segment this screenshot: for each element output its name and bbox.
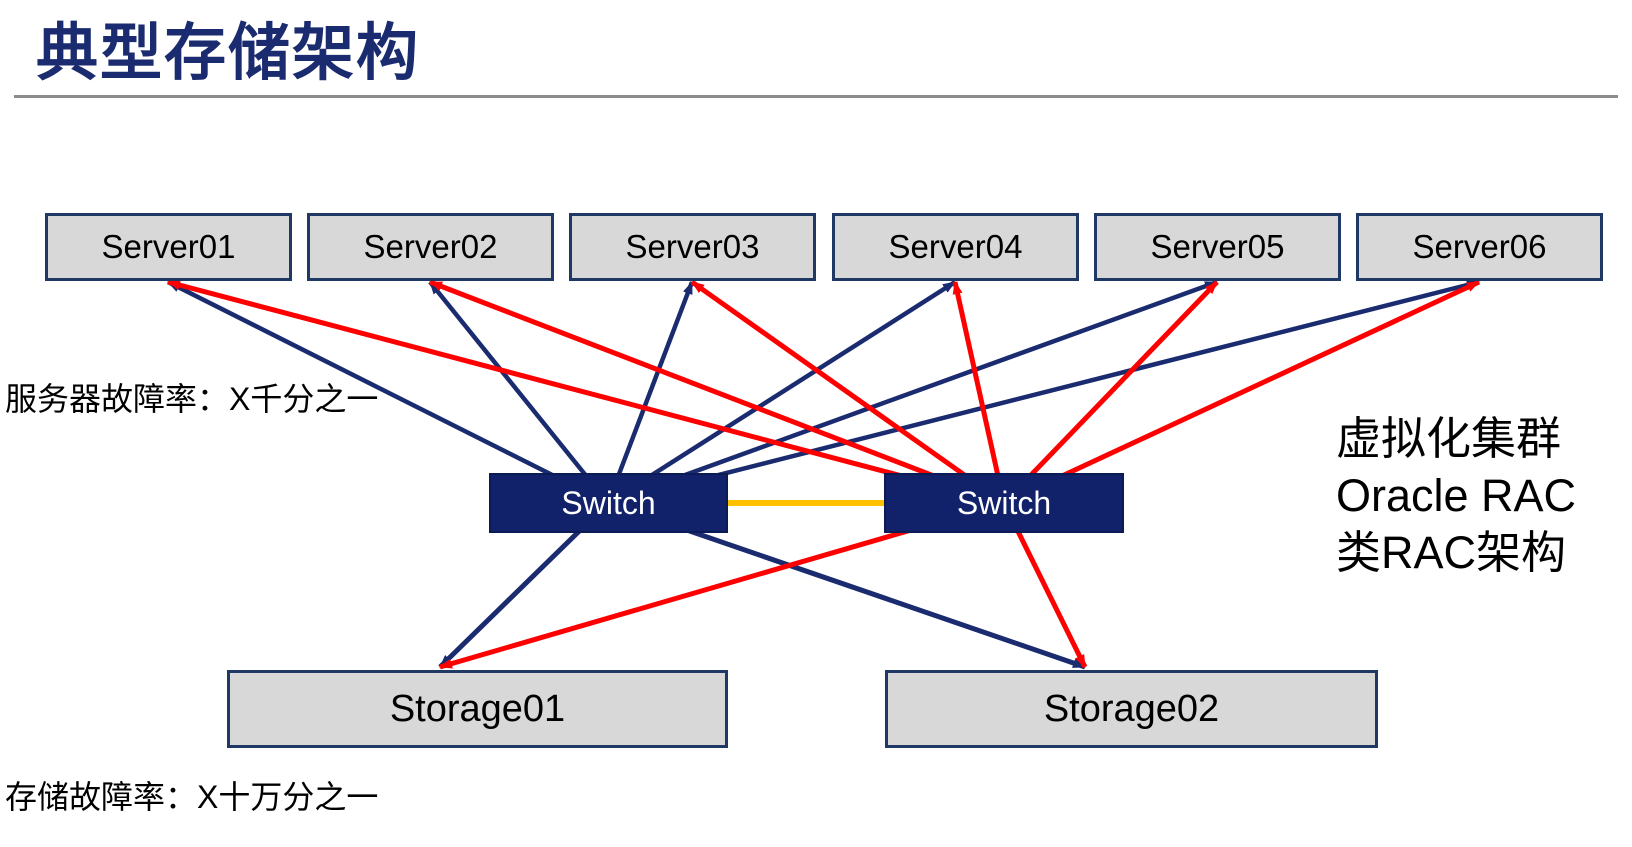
switch2-label: Switch [956,484,1052,521]
server02-label: Server02 [363,228,498,265]
storage02-label: Storage02 [1043,687,1220,730]
server04-label: Server04 [888,228,1023,265]
architecture-annotation: 虚拟化集群 Oracle RAC 类RAC架构 [1336,410,1576,581]
line-switch2-server01 [167,279,1005,506]
annotation-line-2: Oracle RAC [1336,470,1577,521]
storage-failure-rate-note: 存储故障率：X十万分之一 [5,779,379,815]
line-switch1-server05 [607,279,1218,506]
server05-node: Server05 [1094,213,1341,281]
line-switch1-server04 [606,280,957,505]
switch2-node: Switch [884,473,1124,533]
server02-node: Server02 [307,213,554,281]
server06-node: Server06 [1356,213,1603,281]
page-title: 典型存储架构 [36,19,421,88]
line-switch2-server05 [1002,280,1219,505]
server01-label: Server01 [101,228,236,265]
storage01-node: Storage01 [227,670,728,748]
line-switch1-server02 [428,280,610,505]
switch1-label: Switch [561,484,656,521]
line-switch2-server03 [690,279,1006,506]
server06-label: Server06 [1412,228,1547,265]
line-switch2-server02 [429,279,1005,506]
annotation-line-1: 虚拟化集群 [1336,413,1562,464]
server04-node: Server04 [832,213,1079,281]
title-divider [14,95,1618,98]
annotation-line-3: 类RAC架构 [1336,527,1567,578]
line-switch1-server03 [605,281,695,504]
line-switch1-server01 [166,279,610,506]
line-switch1-server06 [607,279,1480,506]
server03-node: Server03 [569,213,816,281]
line-switch2-server04 [952,281,1007,504]
server-failure-rate-note: 服务器故障率：X千分之一 [5,381,379,417]
line-switch2-server06 [1002,279,1481,506]
server01-node: Server01 [45,213,292,281]
storage02-node: Storage02 [885,670,1378,748]
server03-label: Server03 [625,228,760,265]
switch1-node: Switch [489,473,728,533]
server05-label: Server05 [1150,228,1285,265]
storage01-label: Storage01 [389,687,566,730]
